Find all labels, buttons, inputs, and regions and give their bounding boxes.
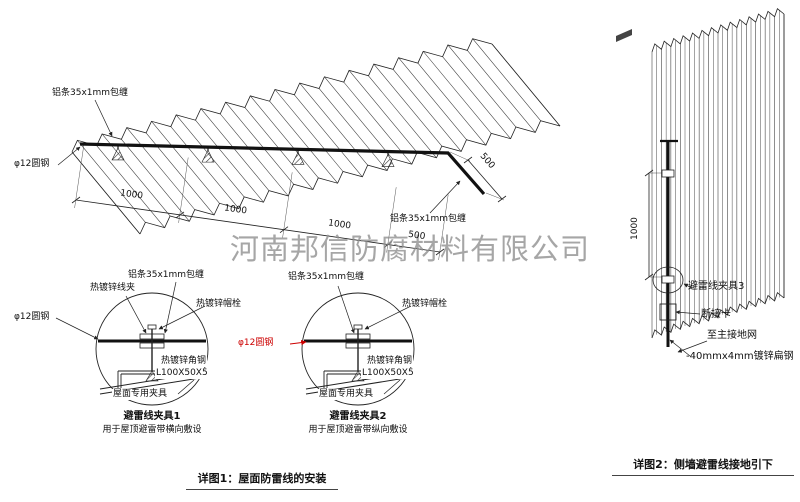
d1-label-roof-clamp: 屋面专用夹具 [112,389,169,400]
d1-label-strip: 铝条35x1mm包缠 [128,270,205,280]
d1-label-bolt: 热镀锌帽栓 [196,299,242,309]
d2-label-strip: 铝条35x1mm包缠 [288,272,365,282]
d1-label-angle-steel: 热镀锌角钢 [160,356,208,367]
d1-label-wire-clip: 热镀锌线夹 [90,283,136,293]
wall-clamp-lower [661,275,675,284]
dim-500-a: 500 [407,229,426,243]
d2-title: 避雷线夹具2 [329,411,387,422]
caption-detail1: 详图1：屋面防雷线的安装 [186,470,338,490]
wall-dimension [644,169,654,281]
wall-dim-1000: 1000 [630,217,640,240]
d2-label-angle-size: L100X50X5 [361,368,415,379]
roof-wire-clamps [111,144,395,167]
detail-reference-circle [652,266,684,294]
label-to-ground-grid: 至主接地网 [707,330,757,341]
detail2-red-leader [289,339,307,346]
label-disconnect-card: 断接卡 [701,309,731,320]
company-watermark: 河南邦信防腐材料有限公司 [230,232,591,266]
d2-label-roof-clamp: 屋面专用夹具 [318,389,375,400]
label-wall-clamp3: 避雷线夹具3 [688,281,745,292]
corrugated-roof-sheet [71,38,561,235]
label-flat-steel: -40mmx4mm镀锌扁钢 [686,351,794,362]
label-aluminum-strip-top: 铝条35x1mm包缠 [52,88,129,98]
label-aluminum-strip-bottom: 铝条35x1mm包缠 [390,214,467,224]
d1-subtitle: 用于屋顶避雷带横向敷设 [102,425,202,435]
roof-dimension-chain [71,156,507,256]
corrugated-wall-panel [651,8,785,339]
caption-detail2: 详图2：侧墙避雷线接地引下 [612,456,794,476]
detail1-leader-lines [55,281,206,395]
roof-lightning-wire [79,142,486,196]
d1-title: 避雷线夹具1 [123,411,181,422]
d1-label-angle-size: L100X50X5 [155,368,209,379]
roof-leader-lines [57,99,461,214]
label-round-steel-roof: φ12圆钢 [14,159,50,169]
d2-subtitle: 用于屋顶避雷带纵向敷设 [308,425,408,435]
d2-label-angle-steel: 热镀锌角钢 [366,356,414,367]
d1-label-round-steel: φ12圆钢 [14,312,50,322]
detail2-leader-lines [337,285,412,395]
wall-clamp-upper [661,169,675,178]
wall-roof-edge-flashing [616,29,632,42]
d2-label-bolt: 热镀锌帽栓 [402,299,448,309]
wall-leader-lines [669,283,708,357]
d2-label-round-steel: φ12圆钢 [238,338,274,348]
